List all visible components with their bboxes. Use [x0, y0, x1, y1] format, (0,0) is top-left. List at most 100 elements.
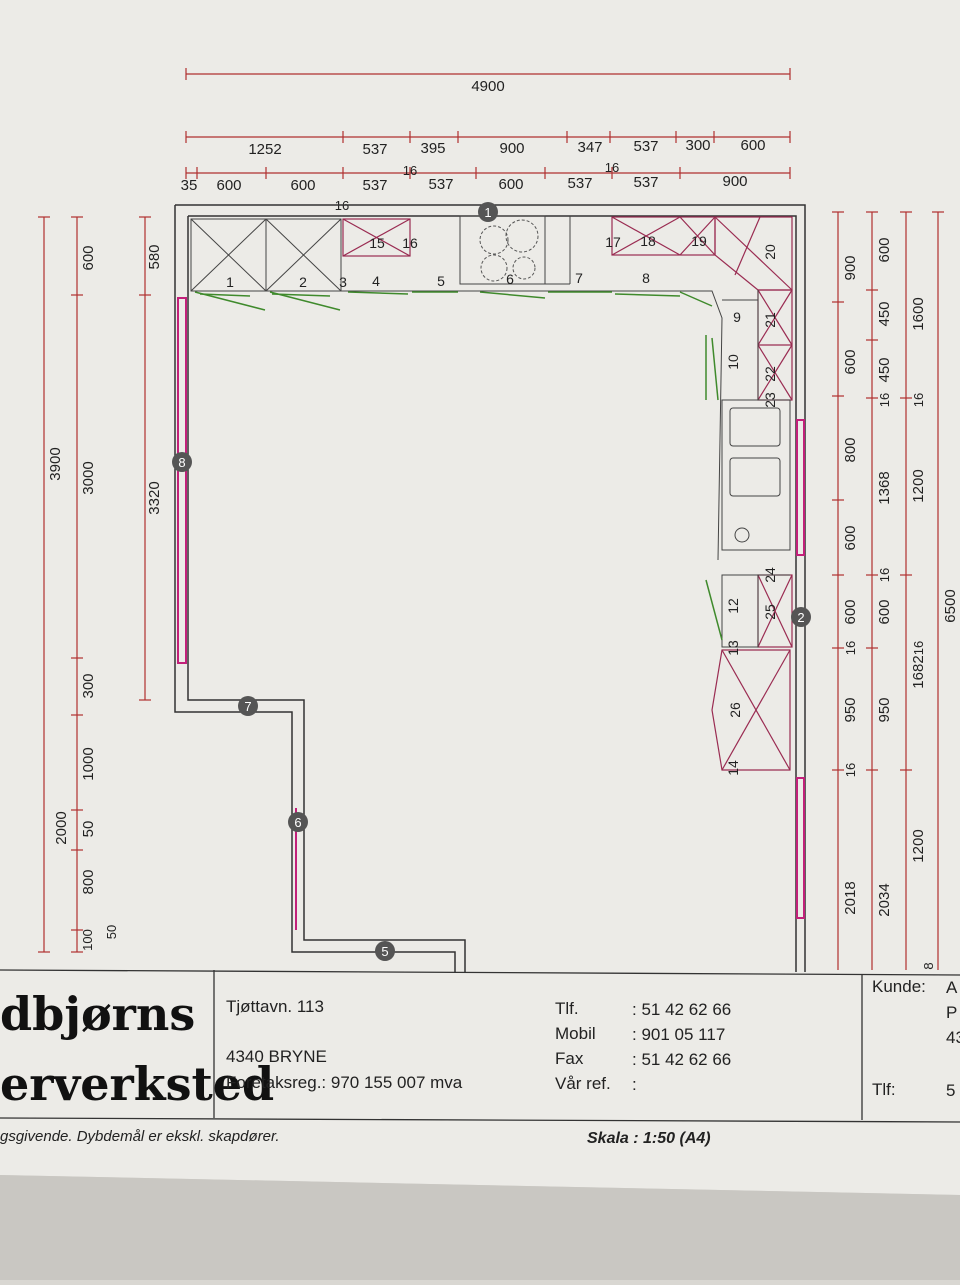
drain — [734, 527, 750, 543]
dim-left-c1: 100 — [80, 929, 95, 951]
dim-right-c3: 8 — [921, 962, 936, 969]
dim-right-c2: 450 — [876, 357, 893, 382]
dim-top-r2: 35 — [181, 177, 198, 194]
wall-marker-6: 6 — [288, 812, 308, 832]
dim-top-r2: 537 — [567, 175, 592, 192]
dim-top-extra: 16 — [403, 163, 417, 178]
cabinet-number-labels: 1 2 3 4 5 6 7 8 9 10 12 13 14 15 16 17 1… — [226, 233, 778, 776]
cabinet-label: 17 — [605, 234, 621, 250]
inner-wall-top-right — [188, 215, 797, 972]
dim-right-c2: 2034 — [876, 883, 893, 916]
dim-left-c2: 600 — [80, 245, 97, 270]
cabinet-label: 2 — [299, 274, 307, 290]
dim-top-r1: 1252 — [248, 141, 281, 158]
dim-left-c2: 3000 — [80, 461, 97, 494]
dim-left-c3: 580 — [146, 244, 163, 269]
dim-right-c1: 600 — [842, 599, 859, 624]
address-line2: 4340 BRYNE — [226, 1047, 327, 1066]
hob-burners — [479, 219, 539, 282]
dim-top-r2: 600 — [290, 177, 315, 194]
wall-marker-5: 5 — [375, 941, 395, 961]
dim-right-c1: 600 — [842, 525, 859, 550]
sink-bowl-2 — [729, 457, 781, 497]
cabinet-label: 1 — [226, 274, 234, 290]
top-dimension-labels: 4900 1252 537 395 900 347 537 300 600 35… — [181, 78, 766, 213]
svg-text:6: 6 — [294, 815, 301, 830]
outer-wall-left-bottom — [174, 205, 456, 972]
company-info: Tjøttavn. 113 4340 BRYNE Foretaksreg.: 9… — [226, 977, 960, 1100]
right-dimension-lines — [832, 211, 944, 970]
dim-right-c1: 600 — [842, 349, 859, 374]
left-dimension-labels: 3900 2000 100 600 3000 300 1000 50 800 5… — [47, 244, 163, 950]
dim-right-c1: 16 — [843, 763, 858, 777]
door-swings — [194, 291, 723, 641]
dim-top-r1: 537 — [633, 138, 658, 155]
dim-left-c2: 50 — [80, 821, 97, 838]
cabinet-label: 4 — [372, 273, 380, 289]
cabinet-label: 21 — [762, 312, 778, 328]
dim-right-c2: 450 — [876, 301, 893, 326]
cabinet-label: 26 — [727, 702, 743, 718]
dim-top-r2: 600 — [498, 176, 523, 193]
dim-left-c3: 3320 — [146, 481, 163, 514]
footer: gsgivende. Dybdemål er ekskl. skapdører.… — [0, 1128, 711, 1147]
cabinet-label: 18 — [640, 233, 656, 249]
svg-text:7: 7 — [244, 699, 251, 714]
sink-unit — [721, 399, 791, 551]
cabinet-label: 9 — [733, 309, 741, 325]
logo-line1: dbjørns — [0, 987, 195, 1041]
dim-left-c2: 300 — [80, 673, 97, 698]
dim-top-r2: 537 — [633, 174, 658, 191]
wall-marker-2: 2 — [791, 607, 811, 627]
ref-value: : — [632, 1075, 637, 1094]
tlf-label: Tlf. — [555, 999, 579, 1018]
wall-marker-7: 7 — [238, 696, 258, 716]
dim-right-c1: 950 — [842, 697, 859, 722]
cabinet-label: 16 — [402, 235, 418, 251]
fax-label: Fax — [555, 1049, 584, 1068]
svg-text:8: 8 — [178, 455, 185, 470]
paper-sheet — [0, 0, 960, 1195]
kunde-tlf-value: 5 — [946, 1081, 955, 1100]
dim-top-total: 4900 — [471, 78, 504, 95]
dim-top-extra: 16 — [605, 160, 619, 175]
kunde-line3: 43 — [946, 1028, 960, 1047]
dim-right-c4: 6500 — [942, 589, 959, 622]
cabinet-label: 15 — [369, 235, 385, 251]
dim-left-c1: 2000 — [53, 811, 70, 844]
kunde-value: A — [946, 978, 958, 997]
dim-top-r1: 300 — [685, 137, 710, 154]
upper-cabinets — [342, 216, 793, 771]
cabinet-label: 10 — [725, 354, 741, 370]
dim-left-c2: 1000 — [80, 747, 97, 780]
dim-right-c2: 16 — [877, 393, 892, 407]
dim-right-c2: 16 — [877, 568, 892, 582]
dim-left-c2: 50 — [104, 925, 119, 939]
cabinet-label: 14 — [725, 760, 741, 776]
company-logo: dbjørns erverksted — [0, 987, 274, 1111]
dim-left-c2: 800 — [80, 869, 97, 894]
dim-right-c3: 1682 — [910, 655, 927, 688]
cabinet-label: 23 — [762, 392, 778, 408]
dim-left-c1: 3900 — [47, 447, 64, 480]
cabinet-label: 12 — [725, 598, 741, 614]
dim-right-c3: 1600 — [910, 297, 927, 330]
dim-right-c3: 1200 — [910, 829, 927, 862]
dim-top-r1: 347 — [577, 139, 602, 156]
cabinet-label: 7 — [575, 270, 583, 286]
wall-marker-1: 1 — [478, 202, 498, 222]
dim-right-c2: 600 — [876, 599, 893, 624]
logo-line2: erverksted — [0, 1057, 274, 1111]
cabinet-label: 5 — [437, 273, 445, 289]
svg-text:1: 1 — [484, 205, 491, 220]
dim-right-c3: 1200 — [910, 469, 927, 502]
footer-note: gsgivende. Dybdemål er ekskl. skapdører. — [0, 1128, 280, 1145]
top-dimension-lines — [185, 68, 791, 179]
cabinet-label: 6 — [506, 271, 514, 287]
cabinet-label: 22 — [762, 366, 778, 382]
mobil-label: Mobil — [555, 1024, 596, 1043]
cabinet-label: 25 — [762, 604, 778, 620]
kunde-line2: P — [946, 1003, 957, 1022]
window-right-2 — [796, 777, 805, 919]
window-left — [177, 297, 187, 664]
